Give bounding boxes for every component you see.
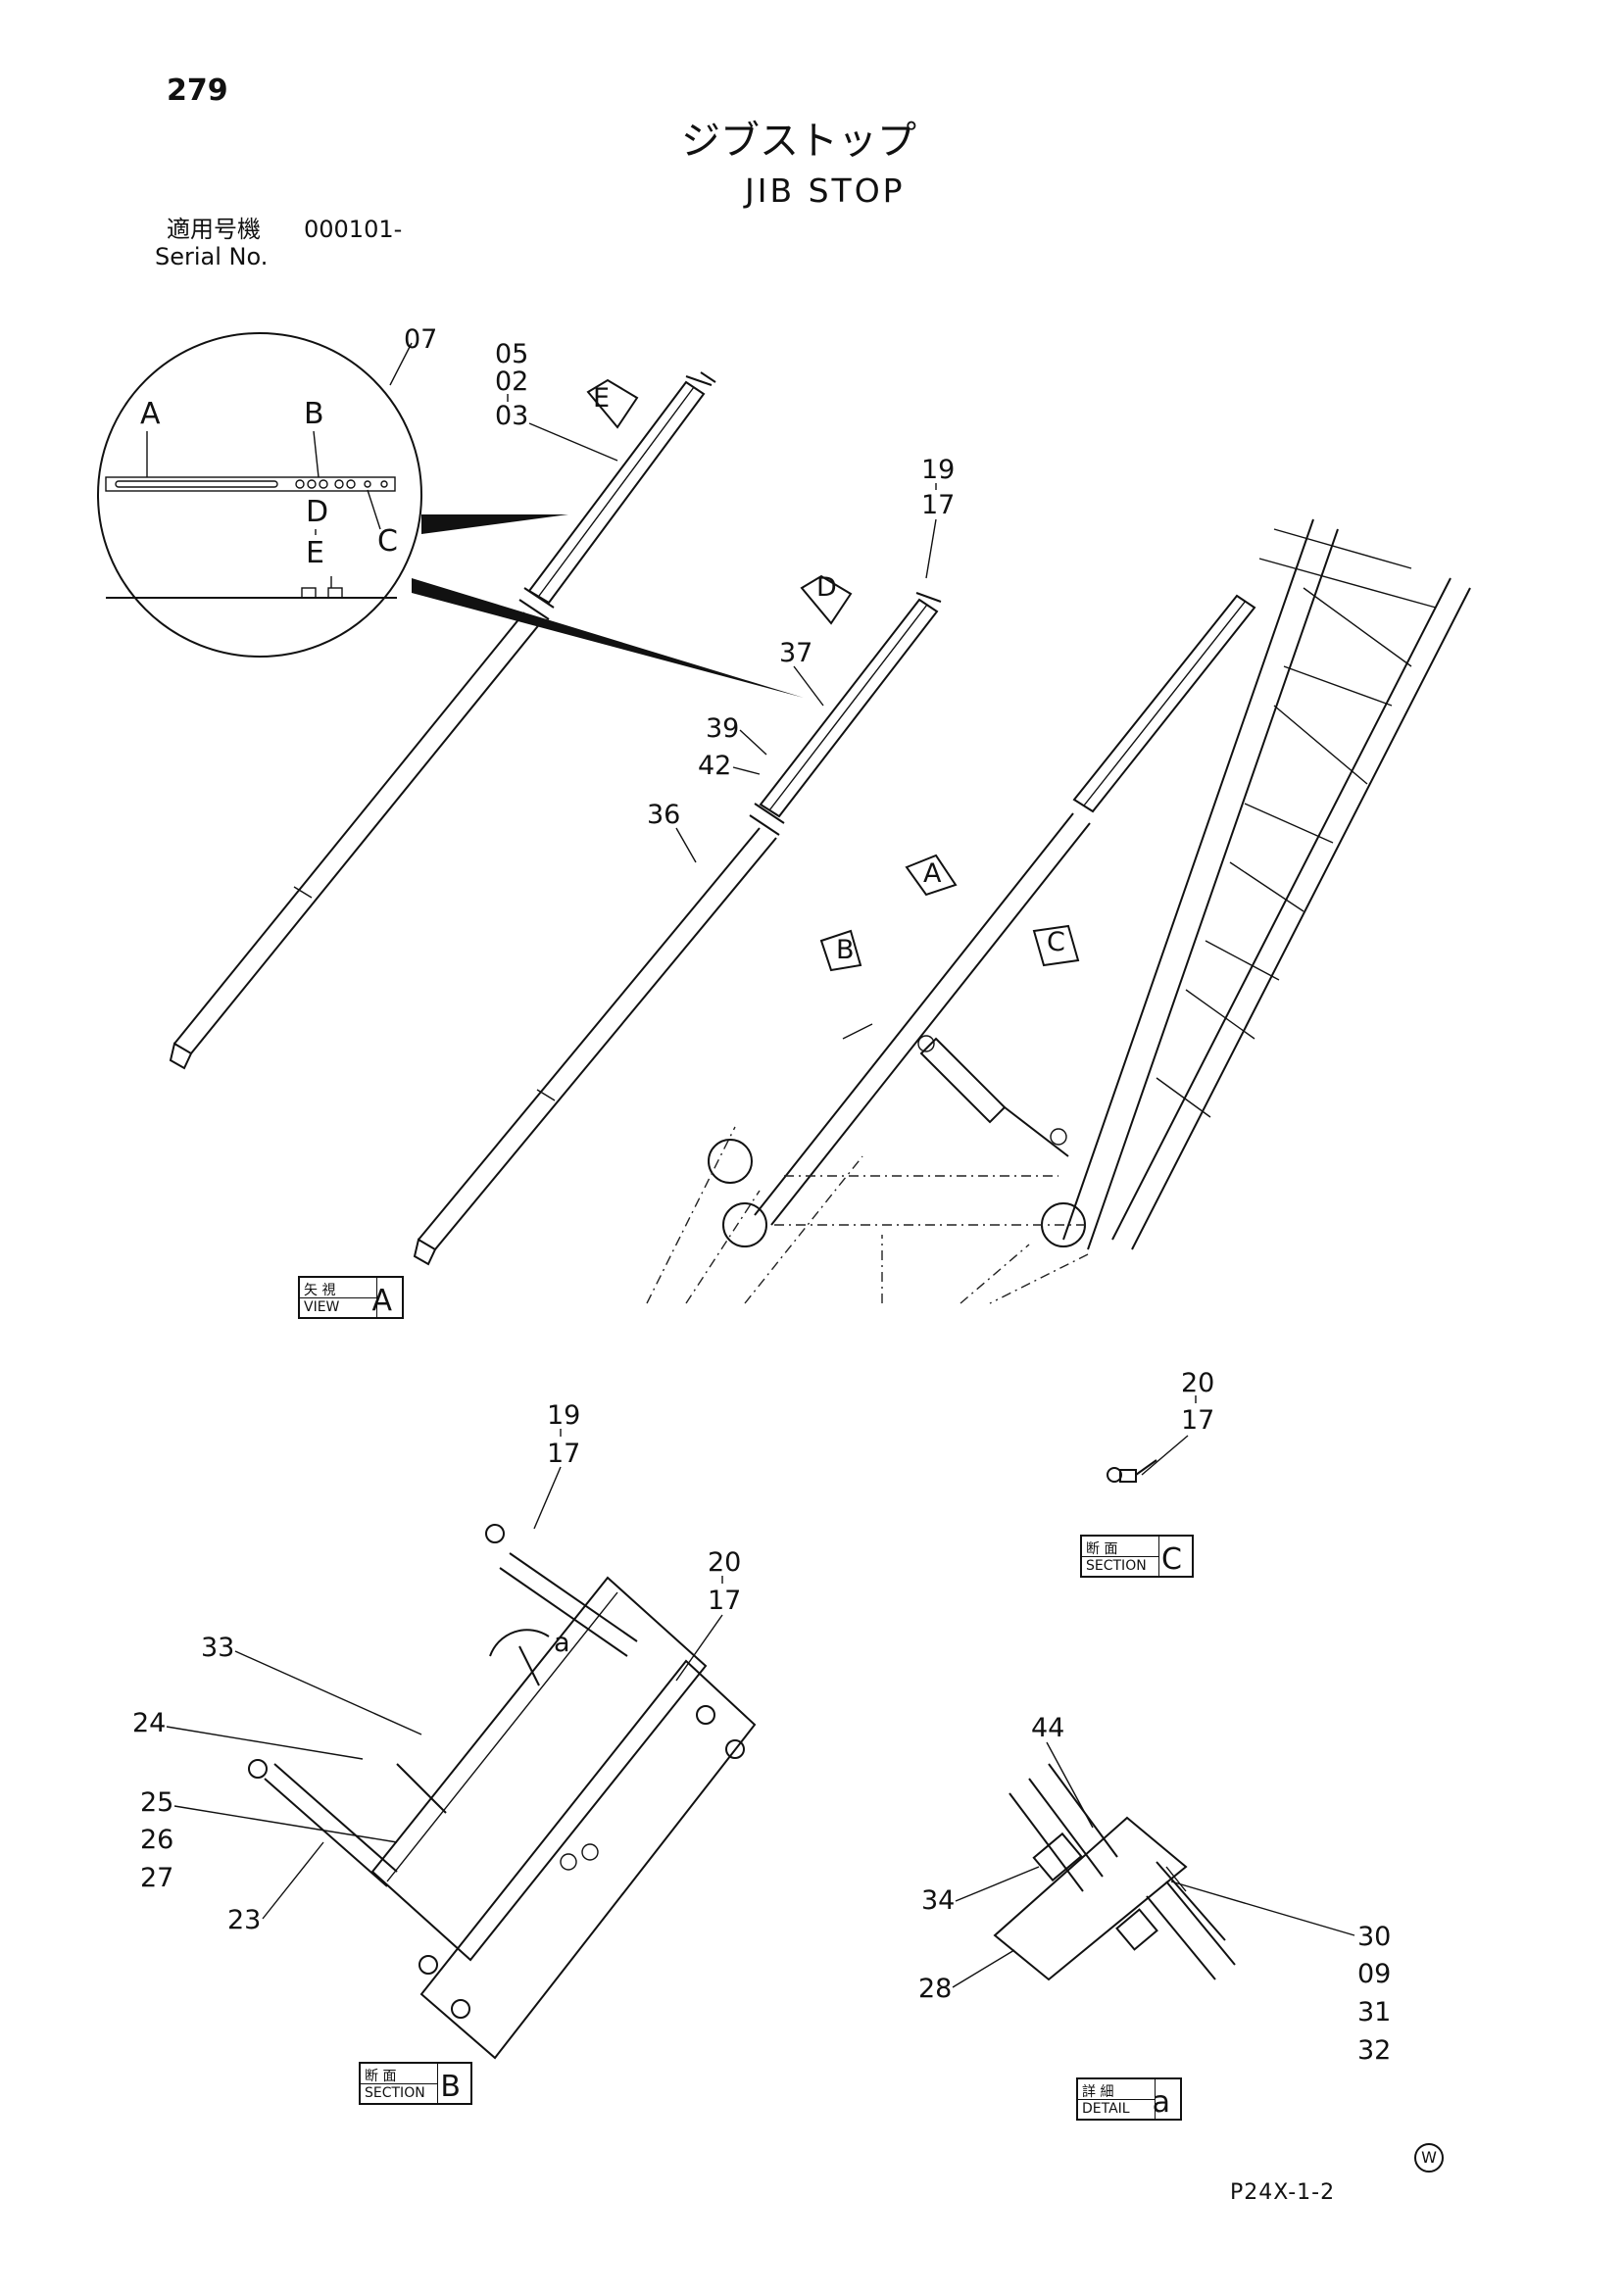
detail-letter-c: C [377, 524, 398, 559]
secb-callout-23: 23 [227, 1905, 261, 1935]
rod-assembly-2 [413, 592, 942, 1266]
secb-callout-17: 17 [547, 1439, 580, 1469]
secc-callout-17: 17 [1181, 1405, 1214, 1436]
detail-letter-b: B [304, 397, 324, 431]
callout-39: 39 [706, 713, 739, 744]
deta-callout-34: 34 [921, 1885, 955, 1916]
detail-letter-d: D [306, 495, 328, 529]
view-a-label: 矢 視 VIEW A [298, 1276, 404, 1319]
detail-letter-e: E [306, 536, 324, 570]
secc-callout-20: 20 [1181, 1368, 1214, 1398]
callout-36: 36 [647, 800, 680, 830]
deta-callout-30: 30 [1357, 1922, 1391, 1952]
circle-detail [97, 332, 804, 698]
title-english: JIB STOP [745, 171, 906, 210]
deta-callout-32: 32 [1357, 2035, 1391, 2066]
secb-callout-17b: 17 [708, 1586, 741, 1616]
jib-frame [646, 518, 1471, 1304]
serial-label-japanese: 適用号機 [167, 216, 261, 243]
deta-callout-28: 28 [918, 1974, 952, 2004]
serial-label-english: Serial No. [155, 243, 269, 270]
detail-letter-a: A [140, 397, 161, 431]
deta-callout-09: 09 [1357, 1959, 1391, 1989]
arrow-label-e: E [593, 383, 610, 414]
callout-37: 37 [779, 638, 812, 668]
callout-07: 07 [404, 324, 437, 355]
section-c-label: 断 面 SECTION C [1080, 1535, 1194, 1578]
callout-19: 19 [921, 455, 955, 485]
secb-callout-a: a [554, 1628, 570, 1658]
watermark-symbol: W [1414, 2143, 1444, 2173]
arrow-label-a: A [923, 858, 942, 889]
secb-callout-26: 26 [140, 1825, 173, 1855]
arrow-label-d: D [816, 572, 837, 603]
callout-17: 17 [921, 490, 955, 520]
rod-assembly-1 [169, 371, 716, 1070]
section-b-label: 断 面 SECTION B [359, 2062, 472, 2105]
deta-callout-44: 44 [1031, 1713, 1064, 1743]
detail-a-drawing [993, 1763, 1236, 1981]
section-b-drawing [248, 1524, 757, 2060]
callout-02: 02 [495, 366, 528, 397]
secb-callout-20: 20 [708, 1547, 741, 1578]
title-japanese: ジブストップ [681, 119, 916, 164]
secb-callout-33: 33 [201, 1633, 234, 1663]
arrow-label-c: C [1047, 927, 1065, 957]
drawing-code: P24X-1-2 [1230, 2180, 1336, 2205]
deta-callout-31: 31 [1357, 1997, 1391, 2027]
secb-callout-25: 25 [140, 1787, 173, 1818]
callout-05: 05 [495, 339, 528, 369]
callout-03: 03 [495, 401, 528, 431]
serial-number-value: 000101- [304, 216, 403, 243]
secb-callout-27: 27 [140, 1863, 173, 1893]
page-number: 279 [167, 73, 228, 108]
section-c-drawing [1107, 1459, 1157, 1483]
section-arrows [586, 378, 1080, 972]
detail-a-label: 詳 細 DETAIL a [1076, 2077, 1182, 2121]
secb-callout-19: 19 [547, 1400, 580, 1431]
arrow-label-b: B [836, 935, 855, 965]
callout-42: 42 [698, 751, 731, 781]
secb-callout-24: 24 [132, 1708, 166, 1738]
